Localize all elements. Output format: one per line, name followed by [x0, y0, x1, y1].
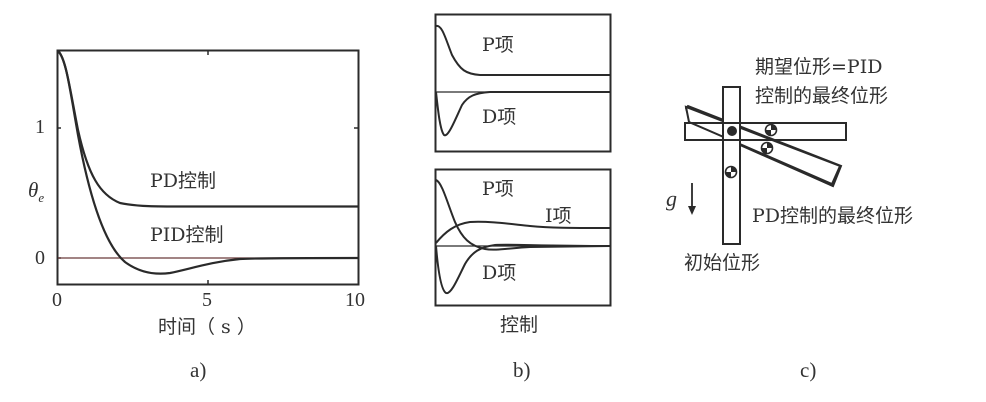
xtick-10: 10 [345, 289, 365, 311]
desired-config-label-line1: 期望位形=PID [755, 56, 883, 78]
d-term-curve [435, 91, 610, 137]
pivot-joint [727, 126, 737, 136]
bottom-d-term-label: D项 [482, 262, 517, 284]
com-marker-vertical [724, 165, 738, 179]
i-term-curve [435, 220, 611, 244]
y-axis-symbol: θ [28, 178, 39, 202]
panel-a-plot [56, 49, 360, 286]
com-marker-tilted [760, 141, 774, 155]
pd-final-config-label: PD控制的最终位形 [752, 205, 914, 227]
gravity-label: g [666, 186, 677, 211]
desired-rod [684, 122, 847, 141]
y-axis-subscript: e [38, 190, 45, 206]
b-x-axis-label: 控制 [500, 314, 539, 336]
com-marker-horizontal [764, 123, 778, 137]
pd-curve-label: PD控制 [150, 170, 217, 192]
bottom-p-term-label: P项 [482, 178, 514, 200]
bottom-i-term-label: I项 [545, 205, 572, 227]
pid-curve [57, 50, 359, 275]
ytick-1: 1 [35, 116, 45, 138]
initial-rod [722, 86, 741, 245]
xtick-0: 0 [52, 289, 62, 311]
p-term-curve [435, 179, 611, 251]
x-axis-label: 时间（ s ） [158, 316, 256, 338]
ytick-0: 0 [35, 247, 45, 269]
caption-a: a) [190, 358, 207, 382]
y-axis-label: θe [28, 178, 45, 206]
top-d-term-label: D项 [482, 106, 517, 128]
initial-config-label: 初始位形 [684, 252, 761, 274]
d-term-curve [435, 243, 611, 295]
caption-c: c) [800, 358, 817, 382]
top-p-term-label: P项 [482, 34, 514, 56]
panel-c-diagram [684, 86, 847, 245]
caption-b: b) [513, 358, 531, 382]
panel-b-pid-plot [434, 168, 612, 307]
pid-curve-label: PID控制 [150, 224, 224, 246]
xtick-5: 5 [202, 289, 212, 311]
panel-b-pd-plot [434, 13, 612, 153]
p-term-curve [435, 24, 610, 76]
desired-config-label-line2: 控制的最终位形 [755, 85, 889, 107]
